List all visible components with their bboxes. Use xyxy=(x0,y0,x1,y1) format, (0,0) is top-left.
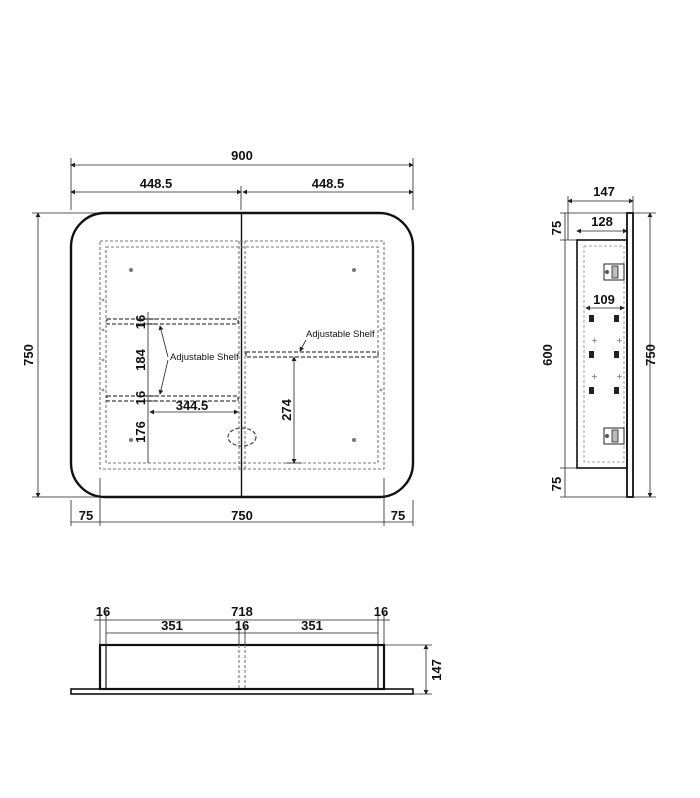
dim-left-door-width: 448.5 xyxy=(140,176,173,191)
inner-body-outer xyxy=(99,240,385,470)
label-right-adjustable-shelf: Adjustable Shelf xyxy=(306,329,375,340)
hinge-dot xyxy=(101,358,105,362)
dim-right-shelf-height: 274 xyxy=(279,398,294,420)
dim-shelf-spacing: 184 xyxy=(133,348,148,370)
dim-side-overall-height: 750 xyxy=(643,344,658,366)
left-lower-shelf xyxy=(106,395,239,402)
front-view: 900 448.5 448.5 750 xyxy=(21,148,415,526)
dim-shelf-thickness-top: 16 xyxy=(133,315,148,329)
sensor-outline xyxy=(227,427,257,447)
dim-bottom-offset: 75 xyxy=(549,477,564,491)
dim-divider: 16 xyxy=(235,618,249,633)
dim-top-inner-width: 718 xyxy=(231,604,253,619)
dim-body-depth: 128 xyxy=(591,214,613,229)
svg-text:+: + xyxy=(591,336,598,345)
hinge-bottom xyxy=(603,427,625,445)
dim-right-section: 351 xyxy=(301,618,323,633)
hinge-dot xyxy=(101,388,105,392)
svg-text:+: + xyxy=(591,372,598,381)
dim-bottom-gap: 176 xyxy=(133,421,148,443)
side-door xyxy=(626,212,634,498)
shelf-supports: + + + + xyxy=(589,315,623,394)
leader-line xyxy=(158,325,169,358)
hinge-dot xyxy=(101,298,105,302)
dim-left-wall: 16 xyxy=(96,604,110,619)
svg-text:+: + xyxy=(616,336,623,345)
dim-right-margin: 75 xyxy=(391,508,405,523)
dim-total-depth: 147 xyxy=(593,184,615,199)
dim-inner-width: 750 xyxy=(231,508,253,523)
dim-shelf-width: 344.5 xyxy=(176,398,209,413)
hinge-dot xyxy=(379,328,383,332)
side-body xyxy=(576,239,628,469)
top-body xyxy=(98,643,386,691)
dim-left-section: 351 xyxy=(161,618,183,633)
dim-shelf-thickness-bottom: 16 xyxy=(133,391,148,405)
hinge-dot xyxy=(379,388,383,392)
dim-left-margin: 75 xyxy=(79,508,93,523)
hinge-dot xyxy=(379,298,383,302)
dim-inner-height: 600 xyxy=(540,344,555,366)
hole xyxy=(352,438,356,442)
dim-shelf-depth: 109 xyxy=(593,292,615,307)
hole xyxy=(352,268,356,272)
top-door xyxy=(70,688,414,695)
right-shelf xyxy=(245,351,379,358)
label-left-adjustable-shelf: Adjustable Shelf xyxy=(170,352,239,363)
dim-overall-height: 750 xyxy=(21,344,36,366)
dim-overall-width: 900 xyxy=(231,148,253,163)
dim-right-door-width: 448.5 xyxy=(312,176,345,191)
leader-line xyxy=(299,339,307,352)
dim-right-wall: 16 xyxy=(374,604,388,619)
leader-line xyxy=(158,359,169,395)
top-view: 16 718 16 351 16 351 147 xyxy=(70,604,444,695)
side-inner xyxy=(583,245,625,463)
svg-text:+: + xyxy=(616,372,623,381)
dim-top-offset: 75 xyxy=(549,221,564,235)
side-view: 147 128 109 + xyxy=(540,184,658,498)
hole xyxy=(129,268,133,272)
hinge-dot xyxy=(101,328,105,332)
hole xyxy=(129,438,133,442)
hinge-top xyxy=(603,263,625,281)
dim-top-depth: 147 xyxy=(429,659,444,681)
left-upper-shelf xyxy=(106,318,239,325)
